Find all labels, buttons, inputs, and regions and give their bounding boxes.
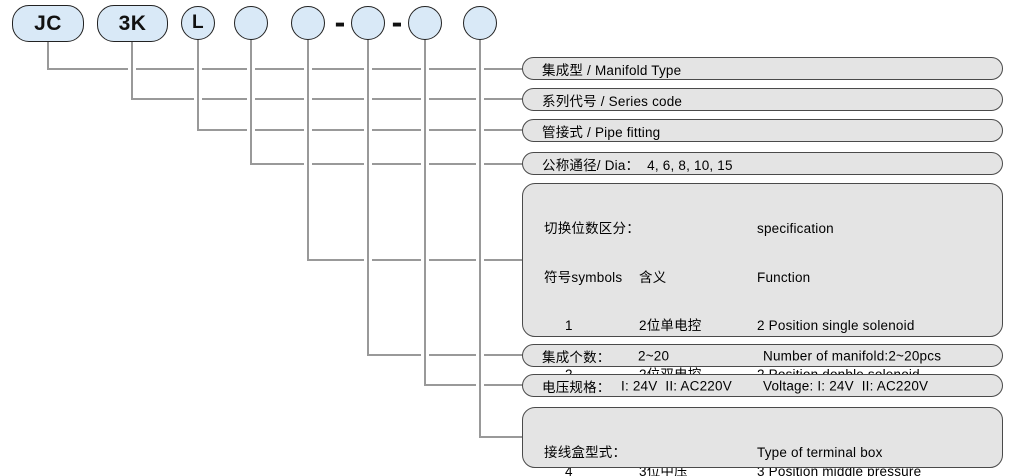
code-bubble-positions — [291, 6, 325, 40]
pipe-fitting-label: 管接式 / Pipe fitting — [542, 124, 661, 140]
spec-col-function: Function — [757, 269, 811, 285]
diameter-label: 公称通径/ Dia： 4, 6, 8, 10, 15 — [542, 157, 733, 173]
series-code-label: 系列代号 / Series code — [542, 93, 683, 109]
spec-col-meaning: 含义 — [639, 269, 667, 285]
manifold-count-label-en: Number of manifold:2~20pcs — [763, 348, 942, 363]
label-box-voltage: 电压规格： I: 24V II: AC220V Voltage: I: 24V … — [522, 374, 1003, 397]
spec-title-en: specification — [757, 221, 834, 236]
label-box-pipe-fitting: 管接式 / Pipe fitting — [522, 119, 1003, 142]
label-box-diameter: 公称通径/ Dia： 4, 6, 8, 10, 15 — [522, 152, 1003, 175]
terminal-box-type: 接线盒型式： Type of terminal box D: 导线型; D:Te… — [522, 407, 1003, 468]
label-box-series-code: 系列代号 / Series code — [522, 88, 1003, 111]
code-bubble-terminal — [463, 6, 497, 40]
manifold-count-label-cn: 集成个数： — [542, 349, 611, 365]
voltage-label-cn: 电压规格： — [542, 379, 611, 395]
voltage-value: I: 24V II: AC220V — [621, 378, 732, 393]
voltage-label-en: Voltage: I: 24V II: AC220V — [763, 378, 929, 393]
label-box-manifold-count: 集成个数： 2~20 Number of manifold:2~20pcs — [522, 344, 1003, 367]
code-bubble-3k: 3K — [97, 5, 168, 42]
code-bubble-jc: JC — [12, 5, 84, 42]
spec-box-switch-positions: 切换位数区分： specification 符号symbols 含义 Funct… — [522, 183, 1003, 476]
code-bubble-l: L — [181, 6, 215, 40]
code-bubble-diameter — [234, 6, 268, 40]
code-bubble-voltage — [408, 6, 442, 40]
manifold-type-label: 集成型 / Manifold Type — [542, 62, 682, 78]
code-separator-dash-1: - — [334, 4, 346, 40]
manifold-count-value: 2~20 — [638, 348, 670, 363]
terminal-row: 接线盒型式： Type of terminal box — [544, 445, 883, 460]
spec-title-row: 切换位数区分： specification — [544, 220, 1002, 239]
code-separator-dash-2: - — [391, 4, 403, 40]
spec-col-symbol: 符号symbols — [544, 269, 623, 285]
spec-row: 1 2位单电控 2 Position single solenoid — [565, 318, 915, 333]
spec-header-row: 符号symbols 含义 Function — [544, 269, 1002, 288]
label-box-manifold-type: 集成型 / Manifold Type — [522, 57, 1003, 80]
spec-title-cn: 切换位数区分： — [544, 221, 640, 236]
code-bubble-count — [351, 6, 385, 40]
